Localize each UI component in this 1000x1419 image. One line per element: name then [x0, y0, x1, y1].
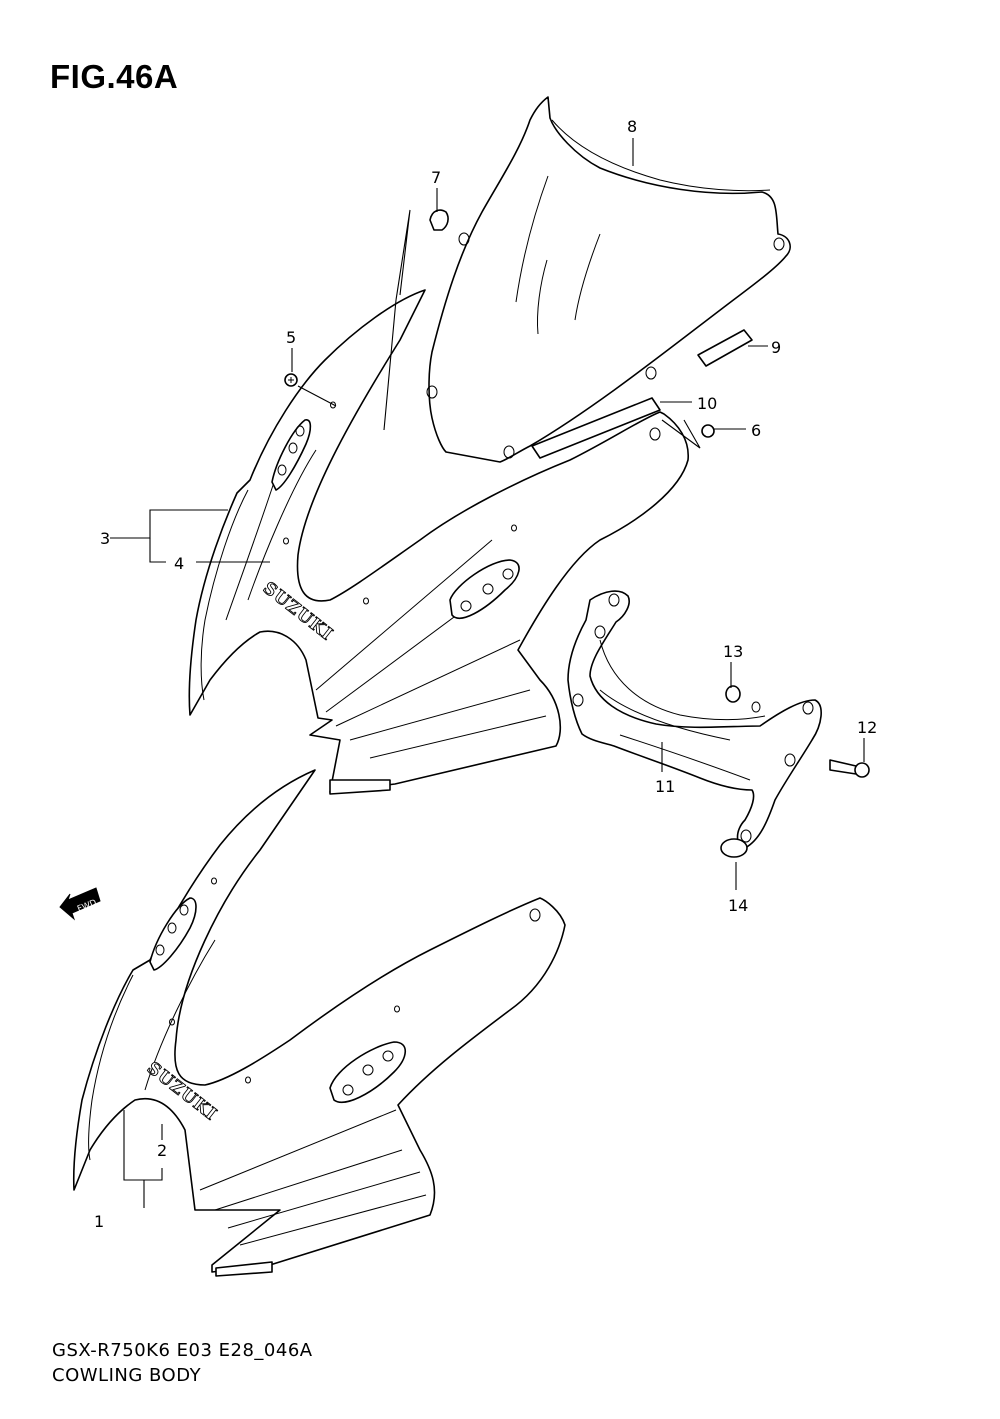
grommet-7[interactable]	[429, 209, 449, 231]
footer-code: GSX-R750K6 E03 E28_046A	[52, 1340, 313, 1361]
callout-8: 8	[627, 117, 637, 136]
bolt-12[interactable]	[829, 759, 870, 778]
screw-5[interactable]	[284, 373, 298, 387]
strip-10[interactable]	[531, 397, 661, 459]
nut-13[interactable]	[725, 685, 741, 703]
screw-6[interactable]	[701, 424, 715, 438]
cushion-14[interactable]	[720, 838, 748, 858]
callout-14: 14	[728, 896, 748, 915]
callout-2: 2	[157, 1141, 167, 1160]
callout-11: 11	[655, 777, 675, 796]
lower-cowling[interactable]: SUZUKI	[72, 769, 566, 1277]
callout-12: 12	[857, 718, 877, 737]
callout-10: 10	[697, 394, 717, 413]
callout-13: 13	[723, 642, 743, 661]
fwd-arrow: FWD	[59, 887, 101, 921]
strip-9[interactable]	[697, 329, 753, 367]
callout-4: 4	[174, 554, 184, 573]
callout-1: 1	[94, 1212, 104, 1231]
windscreen[interactable]	[426, 96, 791, 463]
callout-9: 9	[771, 338, 781, 357]
callout-6: 6	[751, 421, 761, 440]
figure-title: FIG.46A	[50, 58, 179, 95]
cowling-brace[interactable]	[567, 590, 822, 849]
callout-3: 3	[100, 529, 110, 548]
callout-7: 7	[431, 168, 441, 187]
leader-lines	[110, 138, 865, 1208]
callout-5: 5	[286, 328, 296, 347]
callout-labels: 1 2 3 4 5 6 7 8 9 10 11 12 13 14	[94, 117, 877, 1231]
footer-name: COWLING BODY	[52, 1365, 202, 1386]
